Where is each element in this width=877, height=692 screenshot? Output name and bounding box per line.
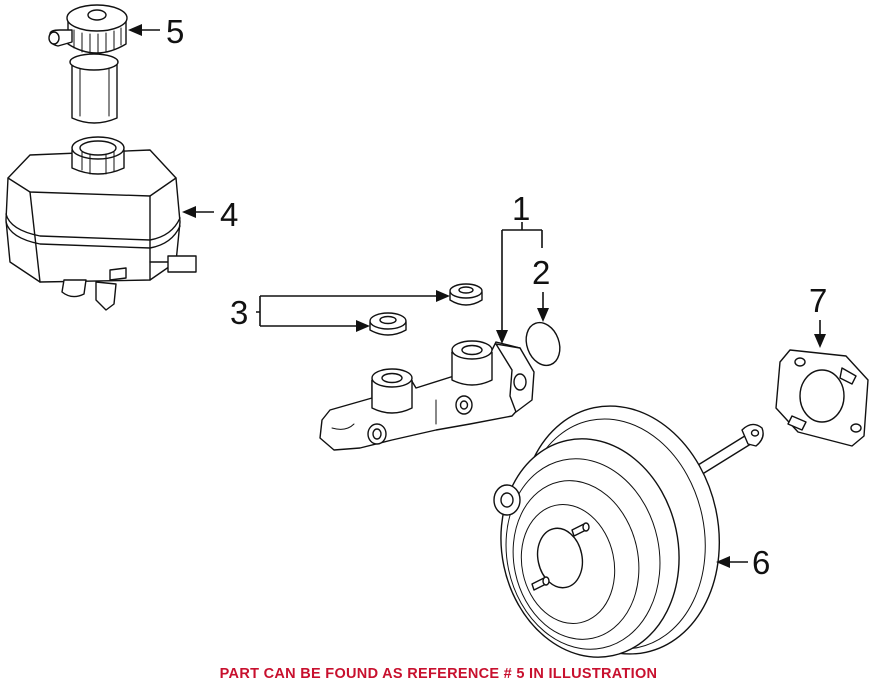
part-4-fluid-reservoir	[5, 136, 197, 311]
callout-2-number: 2	[532, 254, 550, 291]
reference-note: PART CAN BE FOUND AS REFERENCE # 5 IN IL…	[219, 666, 658, 682]
callout-5-leader: 5	[128, 13, 184, 50]
callout-5-number: 5	[166, 13, 184, 50]
part-1-master-cylinder	[319, 340, 535, 451]
part-6-brake-booster	[493, 405, 764, 658]
callout-7-number: 7	[809, 282, 827, 319]
part-7-gasket	[775, 349, 869, 447]
callout-4-leader: 4	[182, 196, 238, 233]
part-3-grommet-upper	[449, 283, 483, 306]
callout-3-leader: 3	[230, 290, 450, 332]
callout-1-leader: 1	[496, 190, 543, 344]
callout-6-leader: 6	[716, 544, 770, 581]
part-2-seal-ring	[525, 321, 561, 367]
callout-2-leader: 2	[532, 254, 550, 322]
part-5-reservoir-cap	[48, 4, 128, 124]
part-3-grommet-lower	[369, 312, 407, 336]
callout-4-number: 4	[220, 196, 238, 233]
callout-3-number: 3	[230, 294, 248, 331]
callout-7-leader: 7	[809, 282, 827, 348]
callout-6-number: 6	[752, 544, 770, 581]
callout-1-number: 1	[512, 190, 530, 227]
